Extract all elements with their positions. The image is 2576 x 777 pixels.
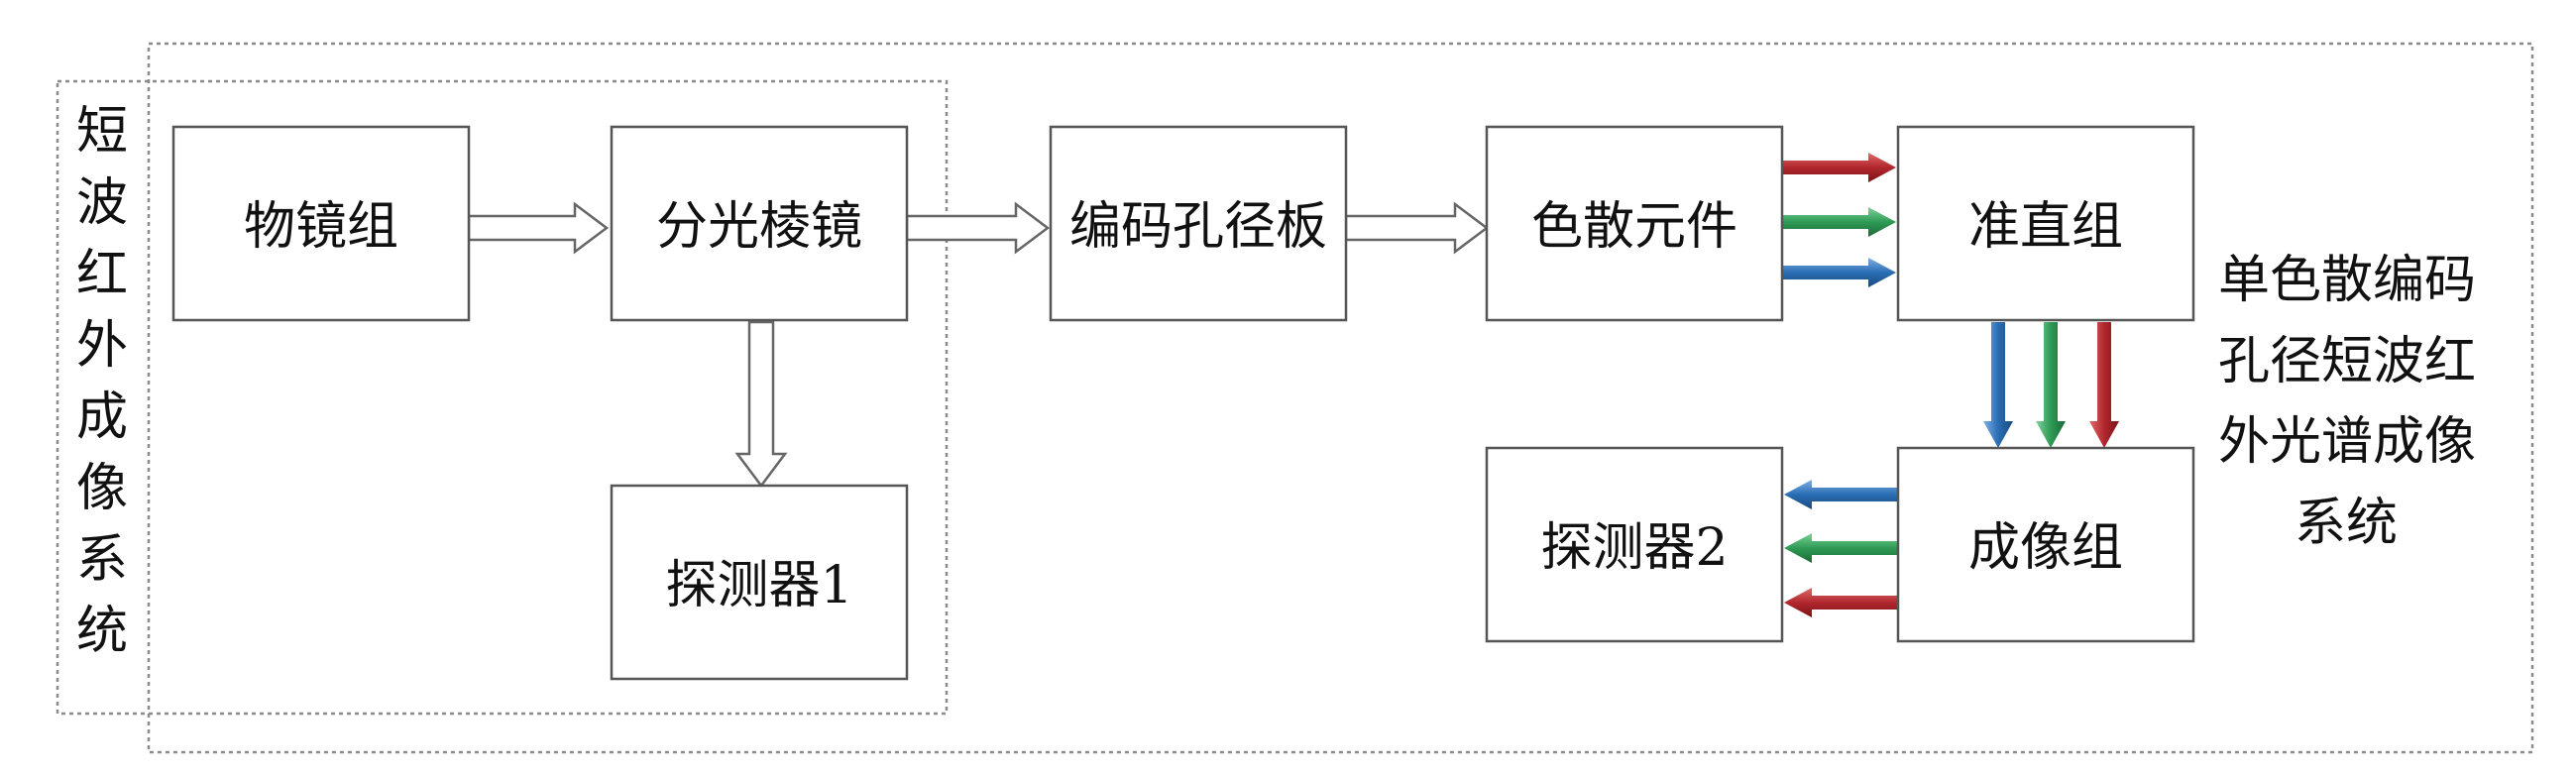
arrow-blue-imaging-to-detector2	[1784, 480, 1898, 509]
imaging-group-label: 成像组	[1968, 518, 2123, 578]
objective-lens-group-label: 物镜组	[244, 197, 398, 257]
arrow-green-collimator-to-imaging	[2036, 322, 2066, 448]
objective-lens-group-block: 物镜组	[171, 125, 471, 322]
coded-aperture-label-line-3: 外光谱成像	[2218, 412, 2476, 472]
arrow-blue-collimator-to-imaging	[1983, 322, 2013, 448]
arrow-splitter-to-detector1	[734, 320, 788, 489]
arrow-green-imaging-to-detector2	[1784, 533, 1898, 563]
collimator-group-label: 准直组	[1968, 197, 2123, 257]
detector1-label: 探测器1	[665, 556, 852, 615]
coded-aperture-label-line-2: 孔径短波红	[2218, 332, 2476, 391]
detector2-label: 探测器2	[1540, 518, 1728, 578]
coded-aperture-plate-block: 编码孔径板	[1049, 125, 1348, 322]
swir-imaging-system-label-text: 短波红外成像系统	[76, 102, 128, 661]
arrow-red-dispersive-to-collimator	[1782, 153, 1896, 182]
beam-splitter-prism-block: 分光棱镜	[610, 125, 909, 322]
detector1-block: 探测器1	[610, 484, 909, 681]
arrow-red-imaging-to-detector2	[1784, 588, 1898, 617]
coded-aperture-plate-label: 编码孔径板	[1069, 197, 1327, 257]
imaging-group-block: 成像组	[1896, 446, 2195, 643]
dispersive-element-block: 色散元件	[1485, 125, 1784, 322]
arrow-blue-dispersive-to-collimator	[1782, 258, 1896, 287]
arrow-splitter-to-aperture	[905, 201, 1051, 255]
beam-splitter-prism-label: 分光棱镜	[656, 197, 862, 257]
detector2-block: 探测器2	[1485, 446, 1784, 643]
dispersive-element-label: 色散元件	[1531, 197, 1737, 257]
collimator-group-block: 准直组	[1896, 125, 2195, 322]
swir-imaging-system-label: 短波红外成像系统	[76, 102, 128, 661]
arrow-green-dispersive-to-collimator	[1782, 207, 1896, 237]
arrow-red-collimator-to-imaging	[2089, 322, 2119, 448]
arrow-objective-to-splitter	[467, 201, 610, 255]
coded-aperture-label-line-4: 系统	[2295, 494, 2398, 553]
arrow-aperture-to-dispersive	[1344, 201, 1490, 255]
swir-imaging-system-frame	[56, 79, 949, 716]
coded-aperture-system-frame	[147, 42, 2534, 754]
coded-aperture-label-line-1: 单色散编码	[2218, 251, 2476, 310]
